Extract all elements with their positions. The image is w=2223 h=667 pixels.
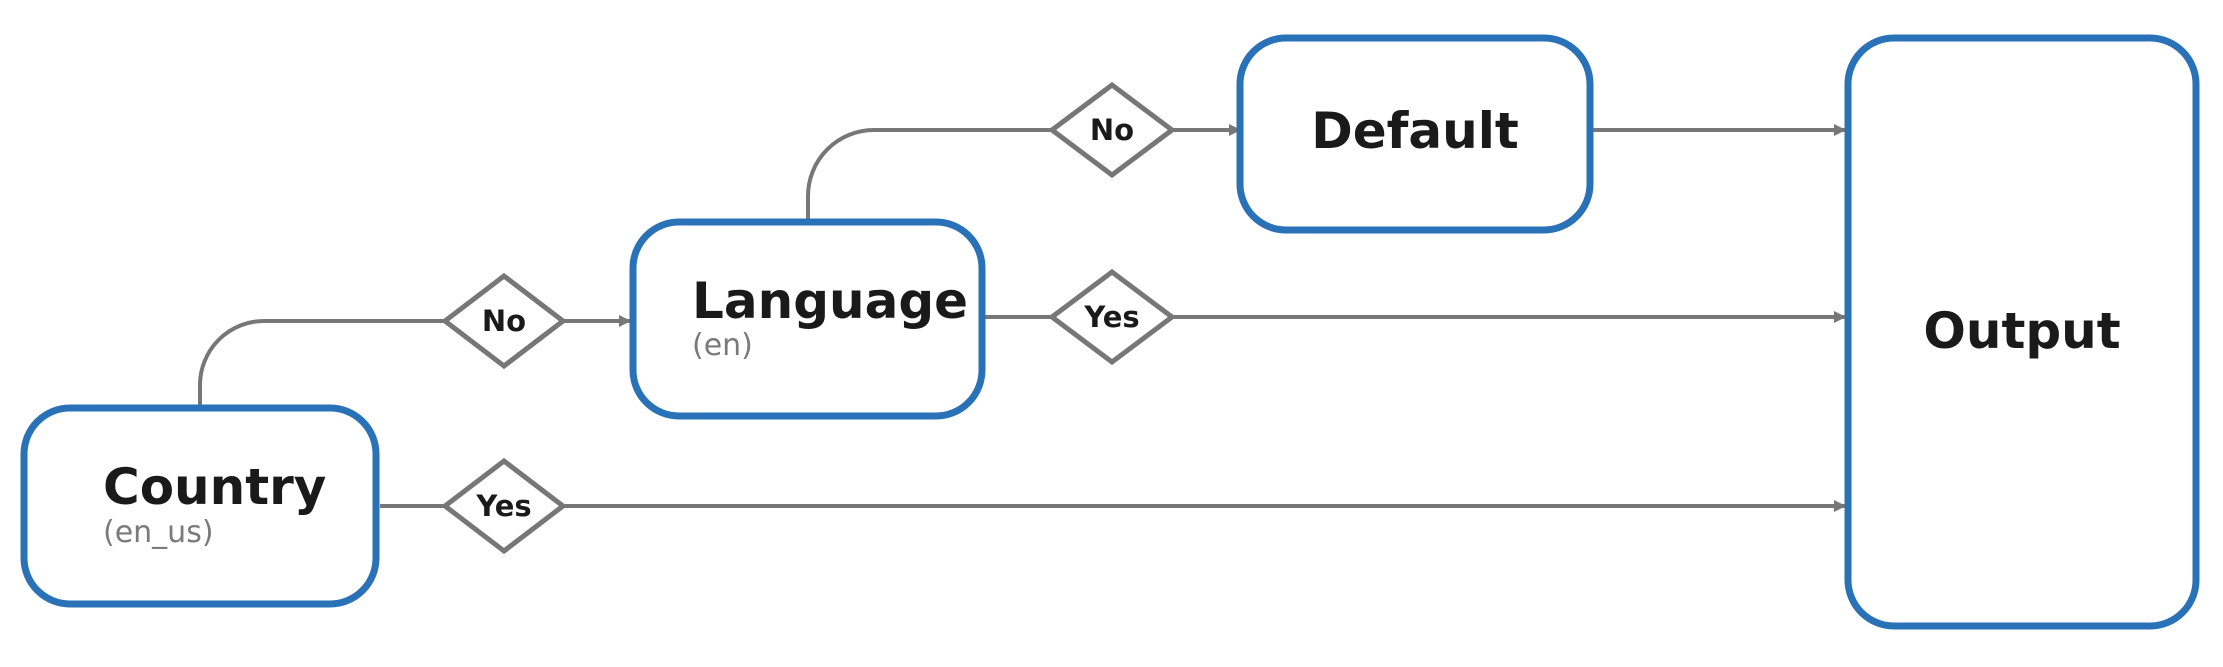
node-country-subtitle: (en_us) — [103, 515, 214, 550]
node-language-subtitle: (en) — [692, 328, 753, 363]
node-language: Language (en) — [629, 218, 986, 420]
node-default-title: Default — [1311, 102, 1519, 160]
node-default: Default — [1236, 34, 1594, 234]
node-language-title: Language — [692, 272, 968, 330]
node-output: Output — [1844, 34, 2200, 630]
decision-language-no: No — [1047, 81, 1177, 179]
decision-language-yes-label: Yes — [1083, 300, 1139, 334]
decision-country-yes: Yes — [440, 457, 568, 555]
decision-country-no: No — [440, 272, 568, 370]
decision-language-no-label: No — [1090, 113, 1134, 147]
node-country-title: Country — [103, 458, 326, 516]
decision-country-yes-label: Yes — [475, 489, 531, 523]
node-country: Country (en_us) — [20, 404, 380, 608]
connector-language-up — [806, 128, 1052, 220]
node-output-title: Output — [1923, 302, 2120, 360]
decision-country-no-label: No — [482, 304, 526, 338]
connector-country-up — [198, 319, 445, 408]
decision-language-yes: Yes — [1047, 268, 1177, 366]
